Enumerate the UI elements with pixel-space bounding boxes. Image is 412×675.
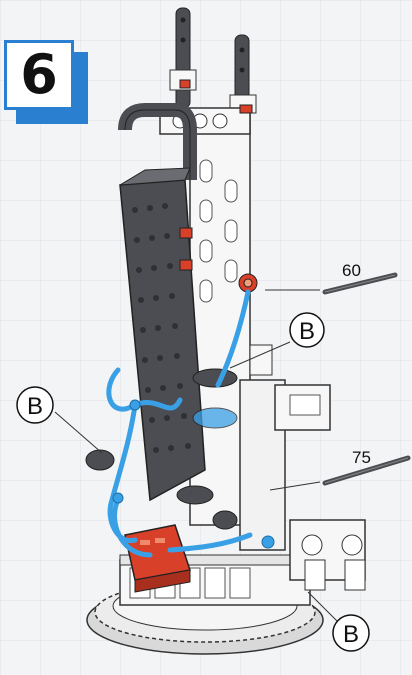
red-block [124,524,191,593]
red-pins [179,79,258,293]
axle-60 [322,272,398,295]
callout-b-left: B [16,386,54,424]
callout-b-bottom-letter: B [343,621,359,648]
callout-b-upper: B [289,312,325,348]
blue-tube-joints [112,399,275,549]
dark-arch [118,103,197,180]
callout-lines [54,289,339,623]
callout-b-bottom: B [332,614,370,652]
step-badge: 6 [4,40,88,124]
callout-b-left-letter: B [27,393,43,420]
step-badge-face: 6 [4,40,74,110]
axle-60-label: 60 [342,261,361,280]
callout-b-upper-letter: B [299,318,315,345]
step-number: 6 [20,43,58,106]
axle-75-label: 75 [352,448,371,467]
connector-clips [85,368,238,530]
axle-75 [322,455,411,486]
